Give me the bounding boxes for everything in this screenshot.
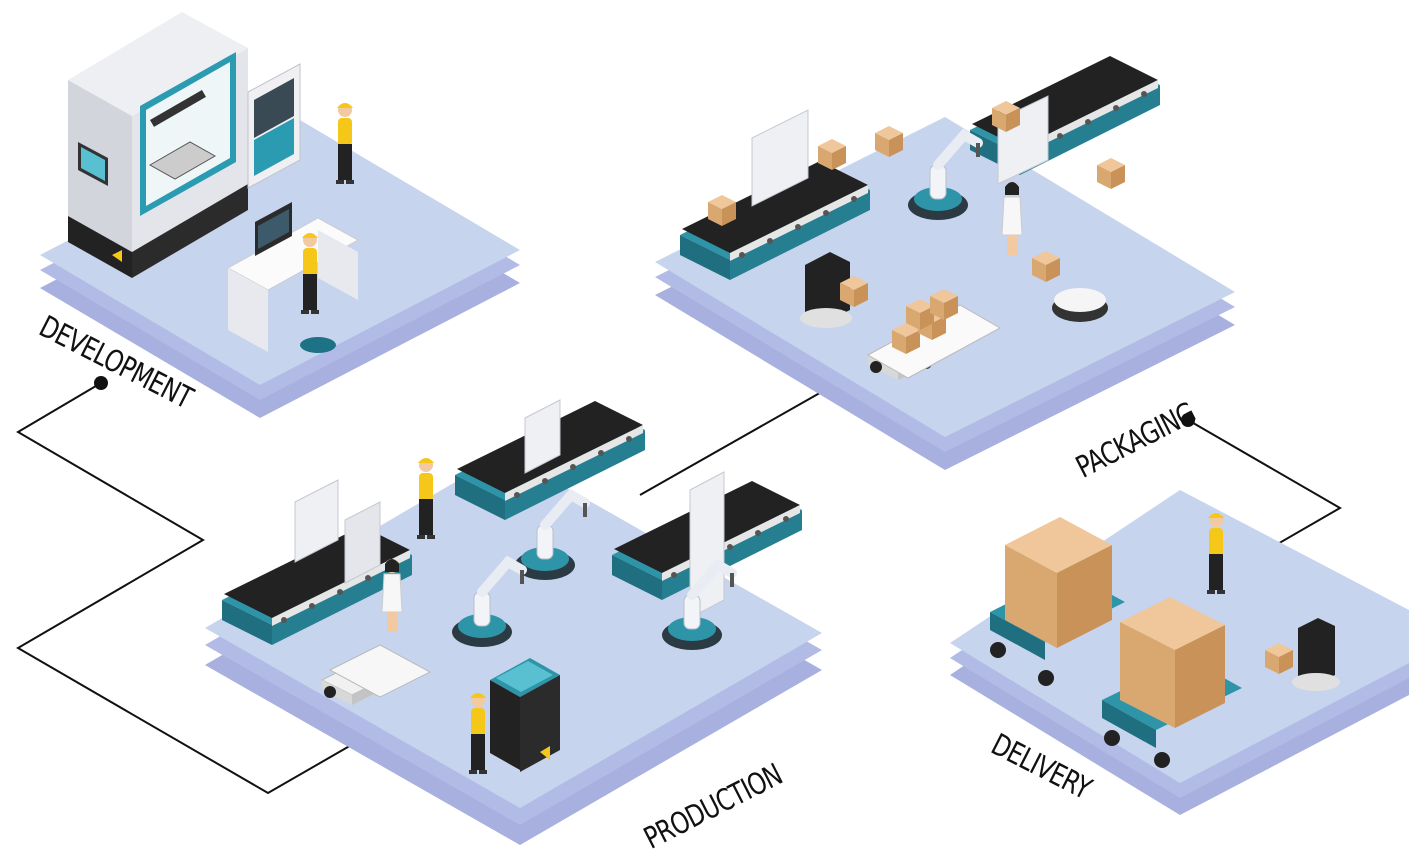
worker-figure (417, 458, 435, 539)
delivery-platform (950, 490, 1409, 815)
packaging-platform (655, 56, 1235, 470)
production-platform (205, 399, 822, 845)
connector-lines (16, 382, 1342, 795)
worker-figure (336, 103, 354, 184)
connector-node (1181, 413, 1195, 427)
pallet-boxes (1120, 597, 1225, 728)
connector-node (94, 376, 108, 390)
pallet-boxes (1005, 517, 1112, 648)
development-platform (40, 12, 520, 418)
